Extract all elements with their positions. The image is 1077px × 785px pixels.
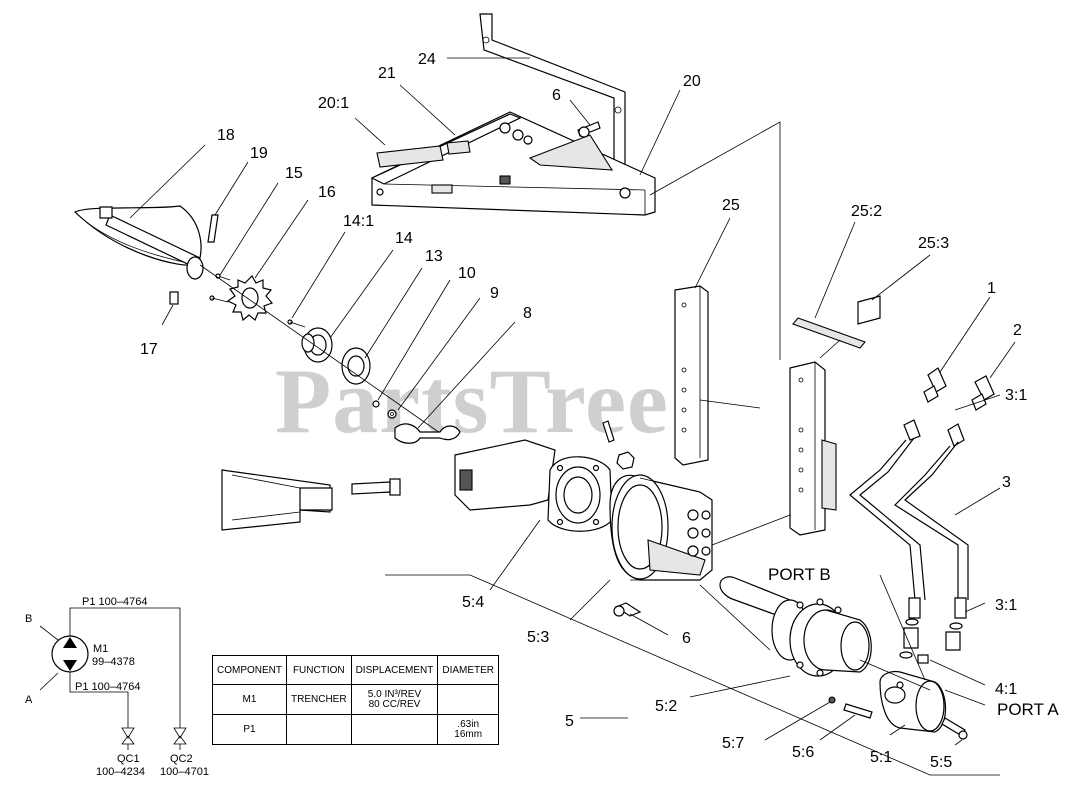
callout-5-2: 5:2 bbox=[655, 698, 677, 715]
auger-assembly bbox=[73, 205, 451, 441]
callout-13: 13 bbox=[425, 248, 443, 265]
schematic-p1-top: P1 100–4764 bbox=[82, 596, 147, 608]
cell-displacement bbox=[350, 714, 439, 745]
callout-21: 21 bbox=[378, 65, 396, 82]
callout-24: 24 bbox=[418, 51, 436, 68]
callout-port-b: PORT B bbox=[768, 565, 831, 584]
callout-5-5: 5:5 bbox=[930, 754, 952, 771]
motor-assembly bbox=[719, 576, 968, 740]
callout-18: 18 bbox=[217, 127, 235, 144]
cell-function: TRENCHER bbox=[286, 684, 352, 715]
header-function: FUNCTION bbox=[286, 655, 352, 685]
callout-2: 2 bbox=[1013, 322, 1022, 339]
boom-and-housing bbox=[221, 439, 791, 651]
watermark: PartsTree bbox=[275, 350, 669, 452]
callout-5-7: 5:7 bbox=[722, 735, 744, 752]
diameter-line-2: 16mm bbox=[454, 728, 483, 740]
callout-1: 1 bbox=[987, 280, 996, 297]
callout-5: 5 bbox=[565, 713, 574, 730]
callout-17: 17 bbox=[140, 341, 158, 358]
mounting-frame bbox=[370, 13, 781, 360]
table-row: M1 TRENCHER 5.0 IN³/REV 80 CC/REV bbox=[212, 684, 500, 715]
displacement-line-1: 5.0 IN³/REV bbox=[367, 688, 422, 700]
schematic-p1-bottom: P1 100–4764 bbox=[75, 681, 140, 693]
header-component: COMPONENT bbox=[212, 655, 287, 685]
header-displacement: DISPLACEMENT bbox=[350, 655, 439, 685]
quick-coupler-qc1 bbox=[121, 727, 135, 750]
callout-3-1-bottom: 3:1 bbox=[995, 597, 1017, 614]
table-row: P1 .63in 16mm bbox=[212, 714, 500, 745]
motor-symbol bbox=[51, 635, 89, 673]
callout-5-4: 5:4 bbox=[462, 594, 484, 611]
bushing bbox=[341, 347, 371, 385]
component-spec-table: COMPONENT FUNCTION DISPLACEMENT DIAMETER… bbox=[212, 655, 500, 745]
leader-lines bbox=[129, 57, 1016, 746]
construction-line bbox=[385, 574, 1000, 776]
table-header-row: COMPONENT FUNCTION DISPLACEMENT DIAMETER bbox=[212, 655, 500, 685]
callout-20-1: 20:1 bbox=[318, 95, 349, 112]
schematic-qc2-name: QC2 bbox=[170, 753, 193, 765]
hydraulic-lines bbox=[849, 367, 995, 659]
displacement-line-2: 80 CC/REV bbox=[368, 698, 421, 710]
schematic-qc1-part: 100–4234 bbox=[96, 766, 145, 778]
callout-5-1: 5:1 bbox=[870, 749, 892, 766]
callout-14-1: 14:1 bbox=[343, 213, 374, 230]
sprocket bbox=[226, 275, 274, 322]
schematic-qc2-part: 100–4701 bbox=[160, 766, 209, 778]
schematic-m1-part: 99–4378 bbox=[92, 656, 135, 668]
schematic-m1-name: M1 bbox=[93, 643, 108, 655]
callout-port-a: PORT A bbox=[997, 700, 1059, 719]
header-diameter: DIAMETER bbox=[437, 655, 500, 685]
callout-14: 14 bbox=[395, 230, 413, 247]
callout-3: 3 bbox=[1002, 474, 1011, 491]
hydraulic-schematic: B A P1 100–4764 P1 100–4764 M1 99–4378 Q… bbox=[25, 596, 209, 778]
callout-5-6: 5:6 bbox=[792, 744, 814, 761]
cell-function bbox=[286, 714, 352, 745]
hardware-group bbox=[372, 400, 635, 470]
callout-4-1: 4:1 bbox=[995, 681, 1017, 698]
cell-diameter bbox=[437, 684, 500, 715]
callout-6-top: 6 bbox=[552, 87, 561, 104]
cell-component: M1 bbox=[212, 684, 287, 715]
callout-6-bottom: 6 bbox=[682, 630, 691, 647]
cell-diameter: .63in 16mm bbox=[437, 714, 500, 745]
callout-5-3: 5:3 bbox=[527, 629, 549, 646]
schematic-qc1-name: QC1 bbox=[117, 753, 140, 765]
side-plates bbox=[674, 285, 881, 536]
callout-3-1-top: 3:1 bbox=[1005, 387, 1027, 404]
callout-25: 25 bbox=[722, 197, 740, 214]
callout-25-2: 25:2 bbox=[851, 203, 882, 220]
diameter-line-1: .63in bbox=[457, 718, 480, 730]
callout-10: 10 bbox=[458, 265, 476, 282]
callouts: 24 21 20:1 6 20 18 19 15 16 14:1 14 13 1… bbox=[140, 51, 1059, 771]
cell-component: P1 bbox=[212, 714, 287, 745]
callout-19: 19 bbox=[250, 145, 268, 162]
callout-8: 8 bbox=[523, 305, 532, 322]
callout-25-3: 25:3 bbox=[918, 235, 949, 252]
schematic-label-a: A bbox=[25, 694, 33, 706]
callout-15: 15 bbox=[285, 165, 303, 182]
schematic-label-b: B bbox=[25, 613, 32, 625]
callout-16: 16 bbox=[318, 184, 336, 201]
callout-9: 9 bbox=[490, 285, 499, 302]
callout-20: 20 bbox=[683, 73, 701, 90]
quick-coupler-qc2 bbox=[173, 727, 187, 750]
cell-displacement: 5.0 IN³/REV 80 CC/REV bbox=[350, 684, 439, 715]
